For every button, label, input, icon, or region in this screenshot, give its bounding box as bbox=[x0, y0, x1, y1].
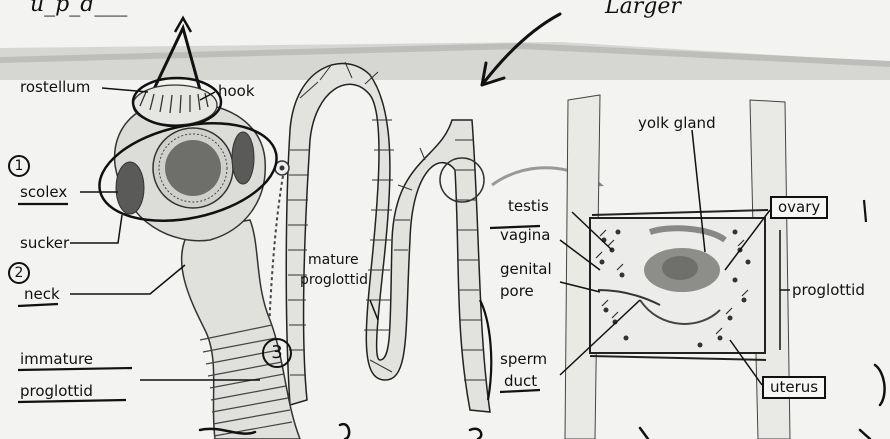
label-ovary: ovary bbox=[770, 196, 828, 219]
number-3: 3 bbox=[262, 338, 292, 368]
label-vagina: vagina bbox=[500, 228, 550, 243]
label-proglottid: proglottid bbox=[792, 283, 865, 298]
mature-proglottid-detail bbox=[565, 95, 790, 439]
label-neck: neck bbox=[24, 287, 60, 302]
top-left-scrawl: u_p_d___ bbox=[30, 0, 127, 17]
label-uterus: uterus bbox=[762, 376, 826, 399]
scolex bbox=[90, 78, 285, 241]
label-immature-line1: immature bbox=[20, 352, 93, 367]
label-genital-line2: pore bbox=[500, 284, 534, 299]
label-testis: testis bbox=[508, 199, 549, 214]
label-scolex: scolex bbox=[20, 185, 67, 200]
number-2: 2 bbox=[8, 262, 30, 284]
number-1: 1 bbox=[8, 155, 30, 177]
sucker-left bbox=[116, 162, 144, 214]
label-sucker: sucker bbox=[20, 236, 69, 251]
label-sperm-line1: sperm bbox=[500, 352, 547, 367]
label-mature-line2: proglottid bbox=[300, 273, 368, 287]
neck-and-immature bbox=[182, 220, 300, 439]
ovary-bracket bbox=[864, 200, 866, 222]
label-sperm-line2: duct bbox=[504, 374, 537, 389]
label-immature-line2: proglottid bbox=[20, 384, 93, 399]
label-hook: hook bbox=[218, 84, 255, 99]
label-mature-line1: mature bbox=[308, 253, 359, 267]
larger-annotation: Larger bbox=[605, 0, 681, 19]
label-rostellum: rostellum bbox=[20, 80, 90, 95]
strobila-body bbox=[286, 64, 490, 412]
sucker-right bbox=[232, 132, 254, 184]
label-yolk-gland: yolk gland bbox=[638, 116, 716, 131]
label-genital-line1: genital bbox=[500, 262, 552, 277]
